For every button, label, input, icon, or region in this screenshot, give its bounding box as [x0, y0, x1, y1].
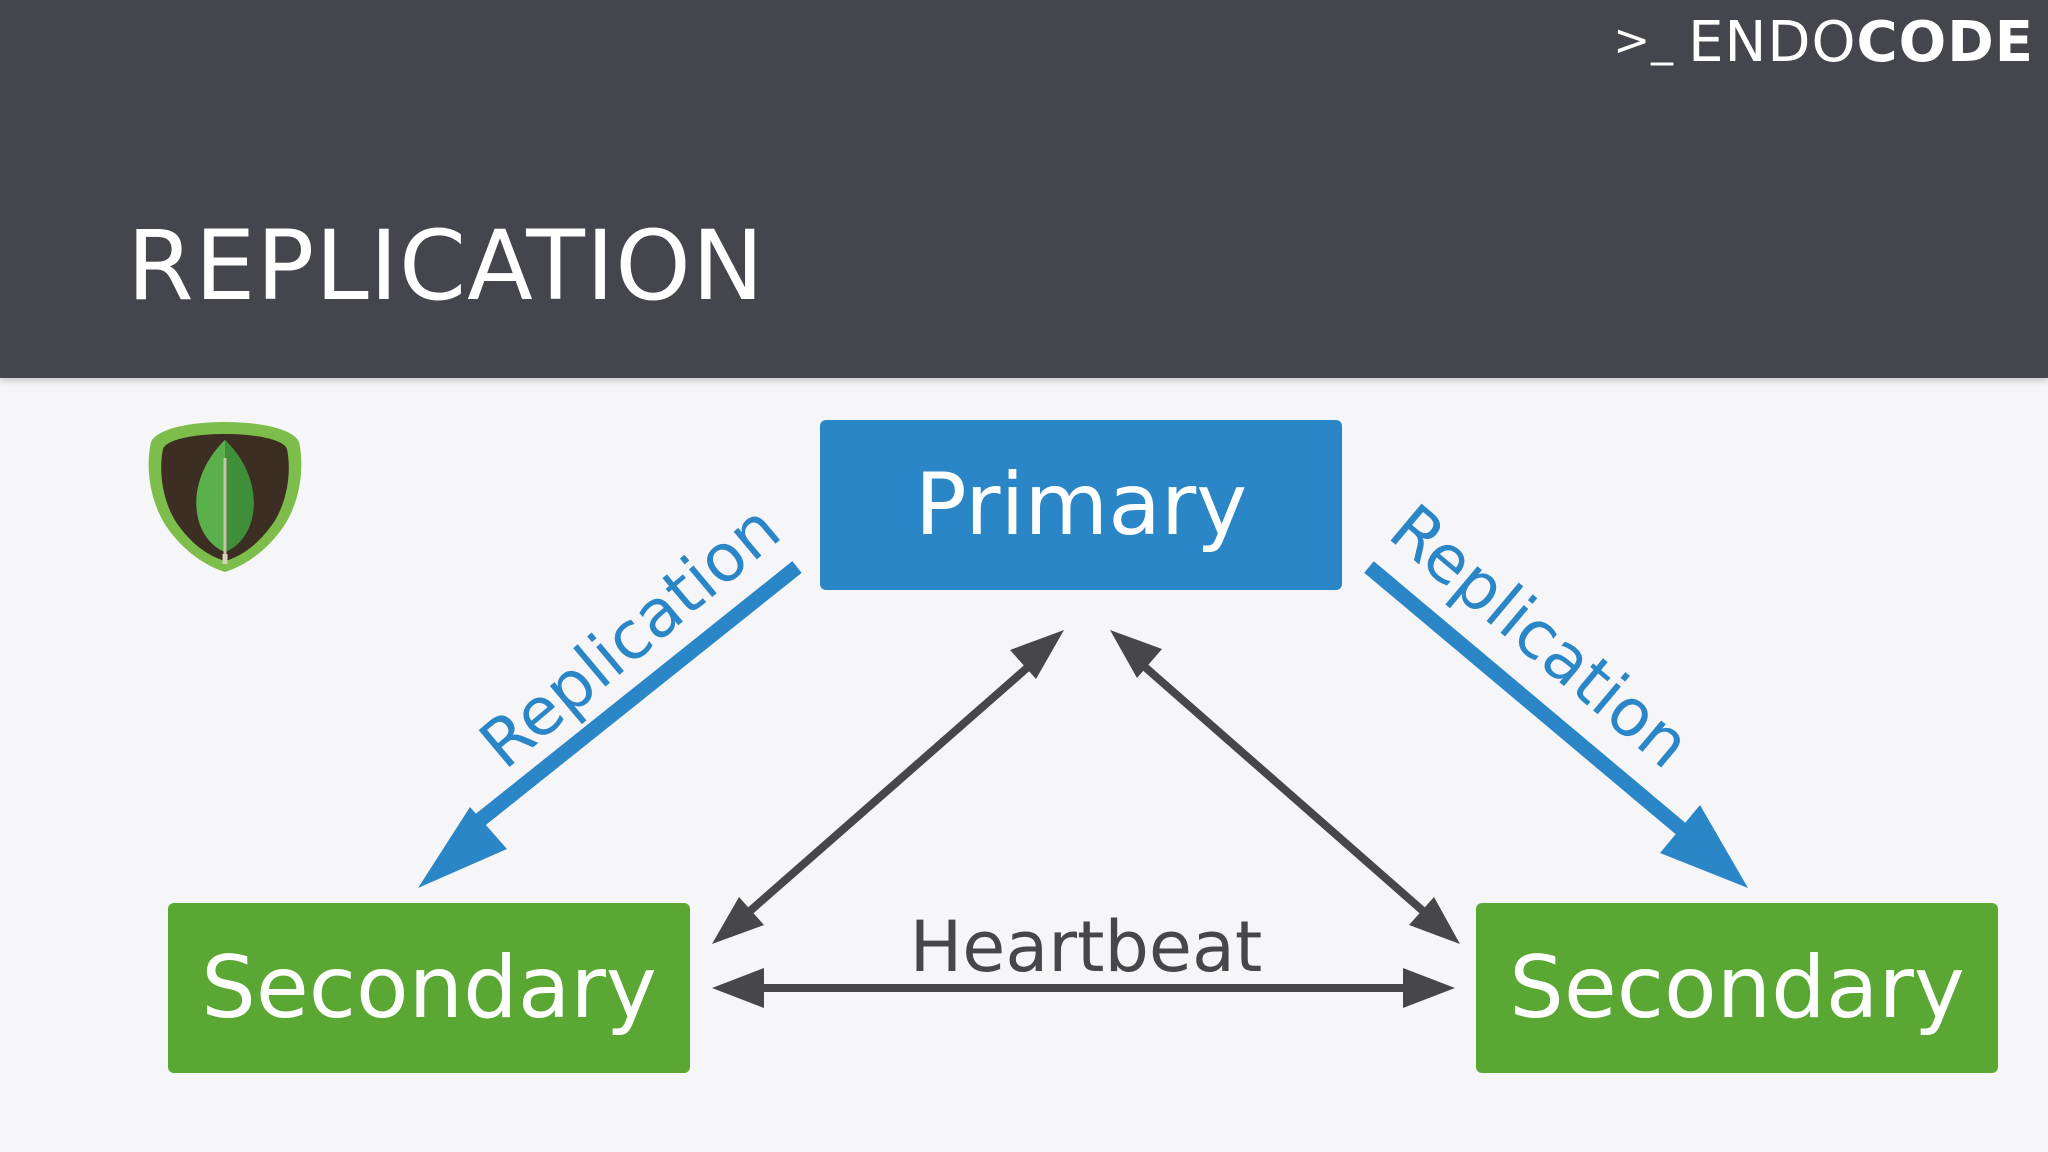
terminal-prompt-icon: >_	[1613, 15, 1675, 66]
primary-node-label: Primary	[914, 455, 1248, 555]
heartbeat-arrow-primary-left	[712, 630, 1064, 944]
mongodb-leaf-icon	[148, 422, 302, 572]
heartbeat-arrow-secondaries	[712, 968, 1455, 1008]
replication-arrow-left	[418, 561, 802, 888]
heartbeat-arrow-primary-right	[1110, 630, 1460, 944]
secondary-node-left-label: Secondary	[201, 938, 657, 1038]
secondary-node-right-label: Secondary	[1509, 938, 1965, 1038]
replication-arrow-right	[1364, 561, 1748, 888]
slide-title: REPLICATION	[127, 210, 765, 322]
brand-name-regular: ENDO	[1688, 10, 1857, 75]
slide-header: >_ ENDOCODE REPLICATION	[0, 0, 2048, 378]
secondary-node-left: Secondary	[168, 903, 690, 1073]
brand-name-bold: CODE	[1856, 10, 2034, 75]
secondary-node-right: Secondary	[1476, 903, 1998, 1073]
heartbeat-label: Heartbeat	[909, 906, 1263, 988]
primary-node: Primary	[820, 420, 1342, 590]
endocode-logo: >_ ENDOCODE	[1613, 10, 2034, 75]
